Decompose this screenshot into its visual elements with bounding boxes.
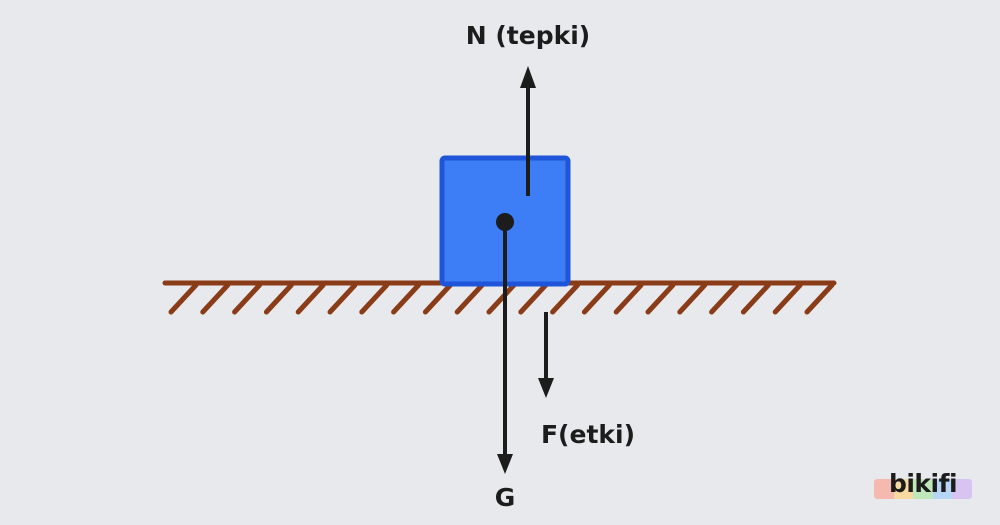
ground-hatch xyxy=(772,282,803,315)
ground-hatch xyxy=(359,282,390,315)
ground-hatch xyxy=(454,282,485,315)
ground-hatch xyxy=(486,282,517,315)
brand-logo: bikifi xyxy=(874,469,972,503)
brand-stripes xyxy=(874,479,972,499)
normal-force-label: N (tepki) xyxy=(466,21,590,50)
applied-force-arrowhead xyxy=(538,378,554,398)
weight-arrowhead xyxy=(497,454,513,474)
ground-hatch xyxy=(168,282,199,315)
ground-hatch xyxy=(677,282,708,315)
ground-hatch xyxy=(327,282,358,315)
ground-hatch xyxy=(232,282,263,315)
normal-force-arrowhead xyxy=(520,66,536,88)
ground-hatch xyxy=(550,282,581,315)
ground-hatch xyxy=(740,282,771,315)
brand-stripe xyxy=(952,479,972,499)
ground-hatch xyxy=(581,282,612,315)
brand-stripe xyxy=(913,479,933,499)
brand-name: bikifi xyxy=(888,469,958,498)
applied-force-label: F(etki) xyxy=(541,420,635,449)
ground-hatch xyxy=(263,282,294,315)
ground-hatch xyxy=(613,282,644,315)
weight-label: G xyxy=(495,483,516,512)
ground-hatch xyxy=(391,282,422,315)
ground-hatch xyxy=(200,282,231,315)
brand-stripe xyxy=(932,479,953,499)
center-of-mass-dot xyxy=(496,213,514,231)
ground-hatch xyxy=(295,282,326,315)
ground xyxy=(162,280,837,315)
brand-stripe xyxy=(874,479,894,499)
ground-hatch xyxy=(804,282,835,315)
ground-hatch xyxy=(422,282,453,315)
ground-hatching xyxy=(168,282,835,315)
ground-hatch xyxy=(709,282,740,315)
brand-stripe xyxy=(893,479,914,499)
ground-hatch xyxy=(645,282,676,315)
ground-hatch xyxy=(518,282,549,315)
